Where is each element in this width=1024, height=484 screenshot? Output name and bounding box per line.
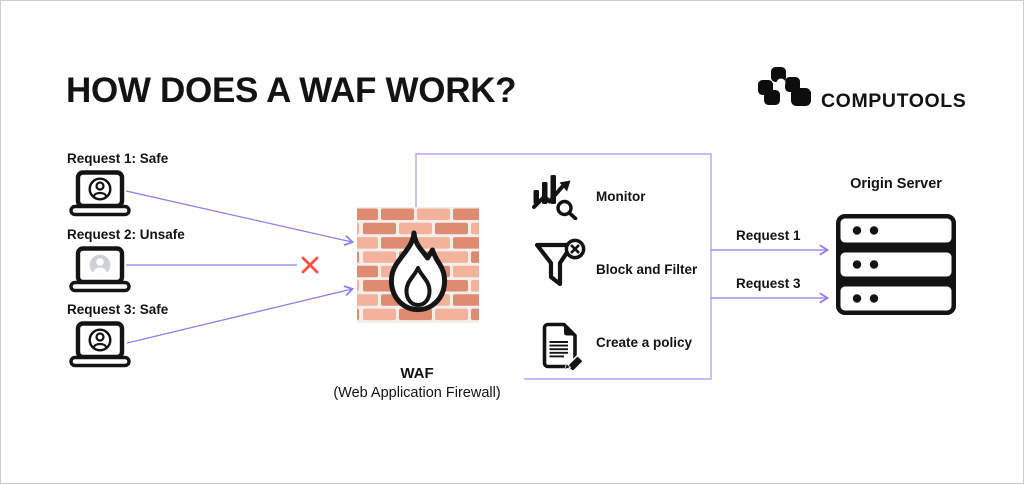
forwarded-request-3-label: Request 3 bbox=[736, 276, 801, 291]
request-1-label: Request 1: Safe bbox=[67, 151, 169, 166]
computools-logo-icon bbox=[758, 67, 811, 106]
waf-function-monitor-label: Monitor bbox=[596, 189, 646, 204]
brand-logo: COMPUTOOLS bbox=[751, 59, 981, 115]
forwarded-request-1-label: Request 1 bbox=[736, 228, 801, 243]
brand-name: COMPUTOOLS bbox=[821, 90, 967, 112]
funnel-block-icon bbox=[534, 238, 586, 287]
waf-acronym: WAF bbox=[400, 365, 434, 382]
policy-document-pencil-icon bbox=[542, 322, 584, 370]
request-3-label: Request 3: Safe bbox=[67, 302, 169, 317]
origin-server-title: Origin Server bbox=[850, 176, 942, 192]
laptop-safe-icon bbox=[69, 321, 131, 368]
page-title: HOW DOES A WAF WORK? bbox=[66, 71, 517, 110]
laptop-unsafe-icon bbox=[69, 246, 131, 293]
request-2-label: Request 2: Unsafe bbox=[67, 227, 185, 242]
waf-function-create-policy-label: Create a policy bbox=[596, 335, 693, 350]
flame-icon bbox=[388, 230, 448, 313]
monitor-chart-magnifier-icon bbox=[532, 175, 578, 220]
firewall-icon bbox=[357, 207, 479, 323]
waf-full-name: (Web Application Firewall) bbox=[333, 384, 501, 401]
waf-caption: WAF (Web Application Firewall) bbox=[306, 364, 528, 403]
waf-panel-border bbox=[415, 153, 712, 380]
waf-function-block-filter-label: Block and Filter bbox=[596, 262, 698, 277]
laptop-safe-icon bbox=[69, 170, 131, 217]
server-stack-icon bbox=[836, 214, 956, 315]
blocked-x-icon bbox=[301, 256, 319, 274]
request-3-line bbox=[126, 285, 355, 344]
request-1-line bbox=[125, 190, 355, 246]
